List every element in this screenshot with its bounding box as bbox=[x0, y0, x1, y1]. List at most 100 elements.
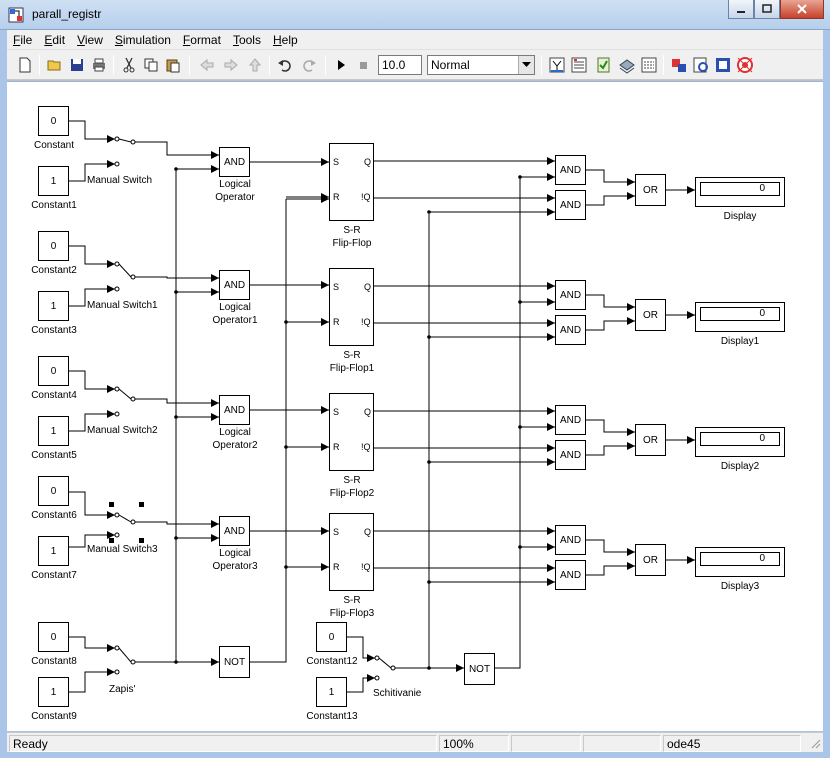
logical-and-block[interactable]: AND bbox=[555, 560, 586, 590]
logical-and-block[interactable]: AND bbox=[555, 405, 586, 435]
constant-block[interactable]: 1 bbox=[38, 166, 69, 196]
menu-tools[interactable]: Tools bbox=[232, 32, 261, 47]
manual-switch-label: Manual Switch1 bbox=[87, 300, 158, 311]
constant-block[interactable]: 0 bbox=[38, 231, 69, 261]
sr-flip-flop-block[interactable] bbox=[329, 513, 374, 591]
logical-and-block[interactable]: AND bbox=[555, 190, 586, 220]
display-block[interactable]: 0 bbox=[695, 177, 785, 207]
logical-and-block[interactable]: AND bbox=[555, 525, 586, 555]
constant-block[interactable]: 1 bbox=[38, 416, 69, 446]
constant-block[interactable]: 0 bbox=[316, 622, 347, 652]
display-label: Display3 bbox=[720, 581, 760, 592]
stop-time-input[interactable]: 10.0 bbox=[378, 55, 422, 75]
sr-flip-flop-block[interactable] bbox=[329, 143, 374, 221]
flip-flop-port-nq: !Q bbox=[361, 317, 371, 327]
open-button[interactable] bbox=[45, 55, 65, 75]
logical-and-block[interactable]: AND bbox=[219, 516, 250, 546]
constant-label: Constant3 bbox=[31, 325, 77, 336]
menu-help[interactable]: Help bbox=[272, 32, 298, 47]
menu-edit[interactable]: Edit bbox=[44, 32, 66, 47]
logical-and-block[interactable]: AND bbox=[219, 270, 250, 300]
constant-block[interactable]: 0 bbox=[38, 622, 69, 652]
new-model-button[interactable] bbox=[15, 55, 35, 75]
copy-button[interactable] bbox=[141, 55, 161, 75]
paste-button[interactable] bbox=[163, 55, 183, 75]
simulink-app-icon bbox=[8, 7, 24, 23]
save-button[interactable] bbox=[67, 55, 87, 75]
start-simulation-button[interactable] bbox=[331, 55, 351, 75]
minimize-button[interactable] bbox=[728, 0, 754, 19]
stop-simulation-button[interactable] bbox=[353, 55, 373, 75]
print-button[interactable] bbox=[89, 55, 109, 75]
logical-operator-label: Operator3 bbox=[212, 561, 258, 572]
logical-or-block[interactable]: OR bbox=[635, 544, 666, 576]
menu-simulation[interactable]: Simulation bbox=[114, 32, 171, 47]
constant-label: Constant9 bbox=[31, 711, 77, 722]
selection-handle[interactable] bbox=[109, 502, 114, 507]
display-block[interactable]: 0 bbox=[695, 302, 785, 332]
model-browser-button[interactable] bbox=[669, 55, 689, 75]
logical-and-block[interactable]: AND bbox=[219, 395, 250, 425]
sr-flip-flop-block[interactable] bbox=[329, 268, 374, 346]
menu-format[interactable]: Format bbox=[182, 32, 221, 47]
logical-or-block[interactable]: OR bbox=[635, 424, 666, 456]
forward-button[interactable] bbox=[221, 55, 241, 75]
up-button[interactable] bbox=[245, 55, 265, 75]
flip-flop-port-nq: !Q bbox=[361, 442, 371, 452]
close-button[interactable] bbox=[780, 0, 824, 19]
maximize-button[interactable] bbox=[754, 0, 780, 19]
constant-block[interactable]: 1 bbox=[38, 536, 69, 566]
new-model-icon bbox=[19, 57, 31, 73]
constant-label: Constant2 bbox=[31, 265, 77, 276]
library-icon bbox=[693, 57, 708, 73]
manual-switch-label: Manual Switch3 bbox=[87, 544, 158, 555]
not-block[interactable]: NOT bbox=[464, 653, 495, 685]
profile-button[interactable] bbox=[713, 55, 733, 75]
redo-button[interactable] bbox=[299, 55, 319, 75]
constant-block[interactable]: 0 bbox=[38, 476, 69, 506]
logical-and-block[interactable]: AND bbox=[555, 440, 586, 470]
build-button[interactable] bbox=[547, 55, 567, 75]
target-button[interactable] bbox=[735, 55, 755, 75]
flip-flop-label: Flip-Flop3 bbox=[329, 608, 375, 619]
constant-block[interactable]: 0 bbox=[38, 106, 69, 136]
resize-grip-icon[interactable] bbox=[809, 737, 821, 749]
cut-button[interactable] bbox=[119, 55, 139, 75]
constant-block[interactable]: 1 bbox=[38, 291, 69, 321]
flip-flop-label: Flip-Flop bbox=[332, 238, 372, 249]
logical-and-block[interactable]: AND bbox=[555, 280, 586, 310]
status-bar: Ready 100% ode45 bbox=[7, 732, 823, 752]
constant-block[interactable]: 1 bbox=[316, 677, 347, 707]
sr-flip-flop-block[interactable] bbox=[329, 393, 374, 471]
back-button[interactable] bbox=[197, 55, 217, 75]
display-block[interactable]: 0 bbox=[695, 427, 785, 457]
logical-and-block[interactable]: AND bbox=[219, 147, 250, 177]
model-advisor-button[interactable] bbox=[593, 55, 613, 75]
simulation-mode-select[interactable]: Normal bbox=[427, 55, 535, 75]
library-browser-button[interactable] bbox=[569, 55, 589, 75]
logical-or-block[interactable]: OR bbox=[635, 174, 666, 206]
library-button[interactable] bbox=[691, 55, 711, 75]
constant-block[interactable]: 0 bbox=[38, 356, 69, 386]
debug-button[interactable] bbox=[617, 55, 637, 75]
logical-or-block[interactable]: OR bbox=[635, 299, 666, 331]
menu-file[interactable]: File bbox=[13, 32, 33, 47]
flip-flop-label: Flip-Flop1 bbox=[329, 363, 375, 374]
display-block[interactable]: 0 bbox=[695, 547, 785, 577]
constant-label: Constant12 bbox=[306, 656, 358, 667]
selection-handle[interactable] bbox=[139, 502, 144, 507]
back-icon bbox=[200, 58, 214, 72]
menu-view[interactable]: View bbox=[77, 32, 103, 47]
logical-and-block[interactable]: AND bbox=[555, 155, 586, 185]
chevron-down-icon[interactable] bbox=[518, 56, 534, 74]
constant-block[interactable]: 1 bbox=[38, 677, 69, 707]
constant-label: Constant7 bbox=[31, 570, 77, 581]
undo-button[interactable] bbox=[275, 55, 295, 75]
logical-and-block[interactable]: AND bbox=[555, 315, 586, 345]
constant-label: Constant6 bbox=[31, 510, 77, 521]
explorer-button[interactable] bbox=[639, 55, 659, 75]
selection-handle[interactable] bbox=[109, 538, 114, 543]
selection-handle[interactable] bbox=[139, 538, 144, 543]
not-block[interactable]: NOT bbox=[219, 646, 250, 678]
